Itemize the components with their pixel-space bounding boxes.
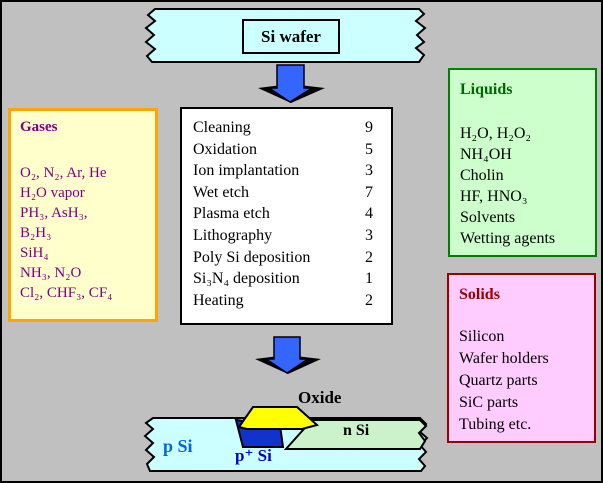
down-arrow-icon bbox=[255, 336, 321, 374]
liquids-title: Liquids bbox=[460, 81, 513, 98]
n-si-region bbox=[283, 419, 428, 450]
down-arrow-icon bbox=[258, 64, 325, 103]
process-row: Wet etch 7 bbox=[182, 182, 391, 204]
oxide-region bbox=[237, 406, 320, 430]
gases-box: Gases O₂, N₂, Ar, He H₂O vapor PH₃, AsH₃… bbox=[8, 108, 158, 322]
solid-line: SiC parts bbox=[459, 394, 519, 411]
process-row: Heating 2 bbox=[182, 290, 391, 312]
gas-line: Cl₂, CHF₃, CF₄ bbox=[20, 285, 113, 301]
p-si-label: p Si bbox=[163, 436, 193, 456]
process-count: 2 bbox=[365, 248, 373, 266]
process-count: 2 bbox=[365, 291, 373, 309]
process-row: Ion implantation 3 bbox=[182, 160, 391, 182]
process-name: Cleaning bbox=[193, 119, 251, 136]
gas-line: PH₃, AsH₃, bbox=[20, 205, 88, 221]
si-wafer-label: Si wafer bbox=[261, 26, 321, 46]
process-count: 4 bbox=[365, 205, 373, 223]
solid-line: Tubing etc. bbox=[459, 416, 532, 433]
gases-title: Gases bbox=[20, 119, 58, 135]
solids-box: Solids Silicon Wafer holders Quartz part… bbox=[447, 273, 596, 443]
process-row: Cleaning 9 bbox=[182, 117, 391, 139]
solids-title: Solids bbox=[459, 286, 500, 303]
process-row: Oxidation 5 bbox=[182, 139, 391, 161]
process-row: Poly Si deposition 2 bbox=[182, 247, 391, 269]
liquid-line: Wetting agents bbox=[460, 230, 556, 247]
process-name: Heating bbox=[193, 291, 244, 309]
gas-line: NH₃, N₂O bbox=[20, 265, 82, 281]
solid-line: Wafer holders bbox=[459, 350, 549, 367]
process-name: Wet etch bbox=[193, 183, 250, 201]
p-plus-si-label: p⁺ Si bbox=[235, 446, 272, 465]
process-count: 3 bbox=[365, 226, 373, 244]
process-name: Si₃N₄ deposition bbox=[193, 270, 300, 288]
process-row: Si₃N₄ deposition 1 bbox=[182, 268, 391, 290]
si-wafer-banner bbox=[144, 8, 427, 63]
gas-line: H₂O vapor bbox=[20, 185, 85, 201]
process-name: Lithography bbox=[193, 226, 273, 244]
oxide-label: Oxide bbox=[298, 388, 342, 407]
si-wafer-label-box: Si wafer bbox=[242, 19, 340, 54]
process-name: Oxidation bbox=[193, 140, 257, 158]
gas-line: SiH₄ bbox=[20, 245, 49, 261]
process-count-box: Cleaning 9 Oxidation 5 Ion implantation … bbox=[180, 107, 393, 325]
wafer-cross-section bbox=[143, 406, 429, 472]
process-count: 7 bbox=[365, 183, 373, 201]
process-row: Lithography 3 bbox=[182, 225, 391, 247]
liquid-line: NH₄OH bbox=[460, 146, 512, 163]
solid-line: Quartz parts bbox=[459, 372, 538, 389]
process-row: Plasma etch 4 bbox=[182, 203, 391, 225]
process-count: 9 bbox=[365, 119, 373, 136]
process-name: Poly Si deposition bbox=[193, 248, 311, 266]
liquid-line: Solvents bbox=[460, 209, 516, 226]
process-count: 5 bbox=[365, 140, 373, 158]
gas-line: O₂, N₂, Ar, He bbox=[20, 165, 107, 181]
process-name: Plasma etch bbox=[193, 205, 270, 223]
liquid-line: HF, HNO₃ bbox=[460, 188, 528, 205]
liquid-line: Cholin bbox=[460, 167, 504, 184]
solid-line: Silicon bbox=[459, 328, 505, 345]
n-si-label: n Si bbox=[343, 422, 370, 439]
process-count: 1 bbox=[365, 270, 373, 288]
liquid-line: H₂O, H₂O₂ bbox=[460, 125, 531, 142]
gas-line: B₂H₃ bbox=[20, 225, 52, 241]
process-name: Ion implantation bbox=[193, 162, 300, 180]
liquids-box: Liquids H₂O, H₂O₂ NH₄OH Cholin HF, HNO₃ … bbox=[448, 68, 597, 257]
process-count: 3 bbox=[365, 162, 373, 180]
